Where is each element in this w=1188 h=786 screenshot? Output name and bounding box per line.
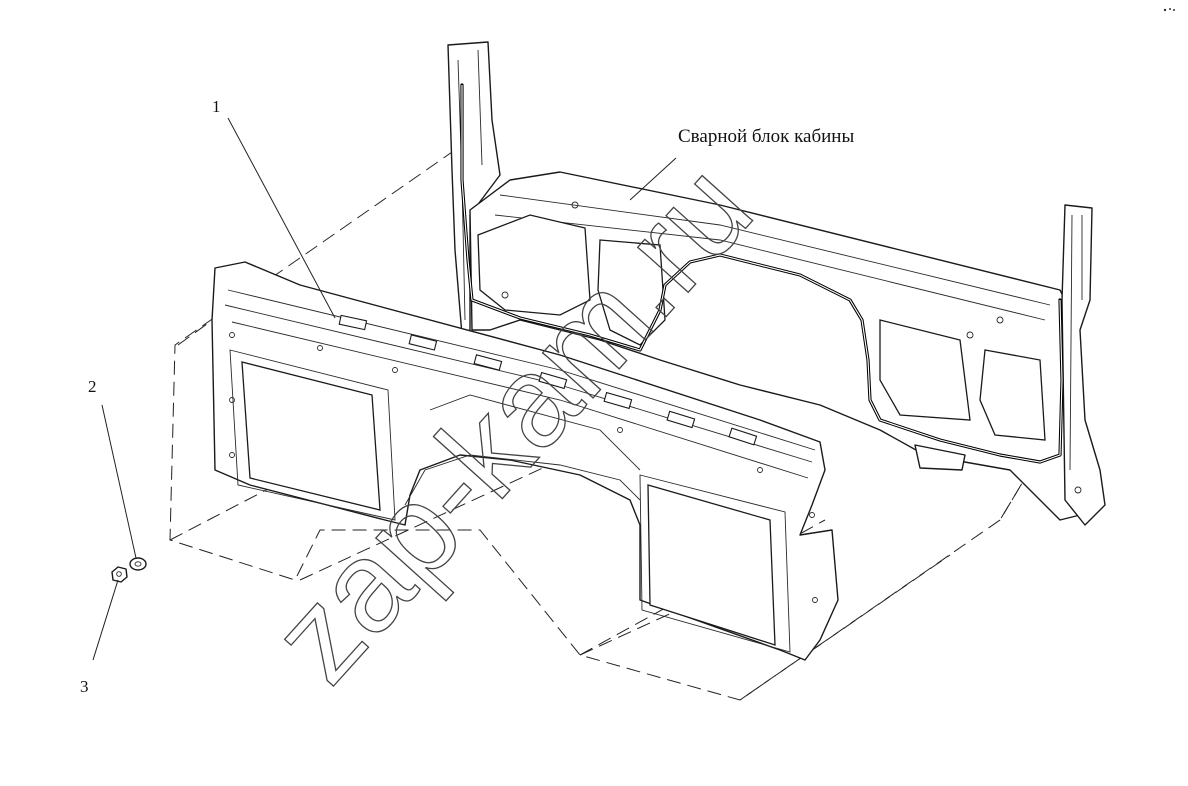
corner-marks (1163, 8, 1175, 12)
washer-part-2 (129, 557, 147, 571)
welded-cab-block (447, 41, 1106, 526)
nut-part-3 (111, 566, 128, 583)
assembly-title-label: Сварной блок кабины (678, 126, 854, 147)
rear-panel-part-1 (211, 261, 839, 661)
callout-3: 3 (80, 677, 89, 696)
callout-2: 2 (88, 377, 97, 396)
callout-1: 1 (212, 97, 221, 116)
leader-lines (92, 117, 677, 661)
